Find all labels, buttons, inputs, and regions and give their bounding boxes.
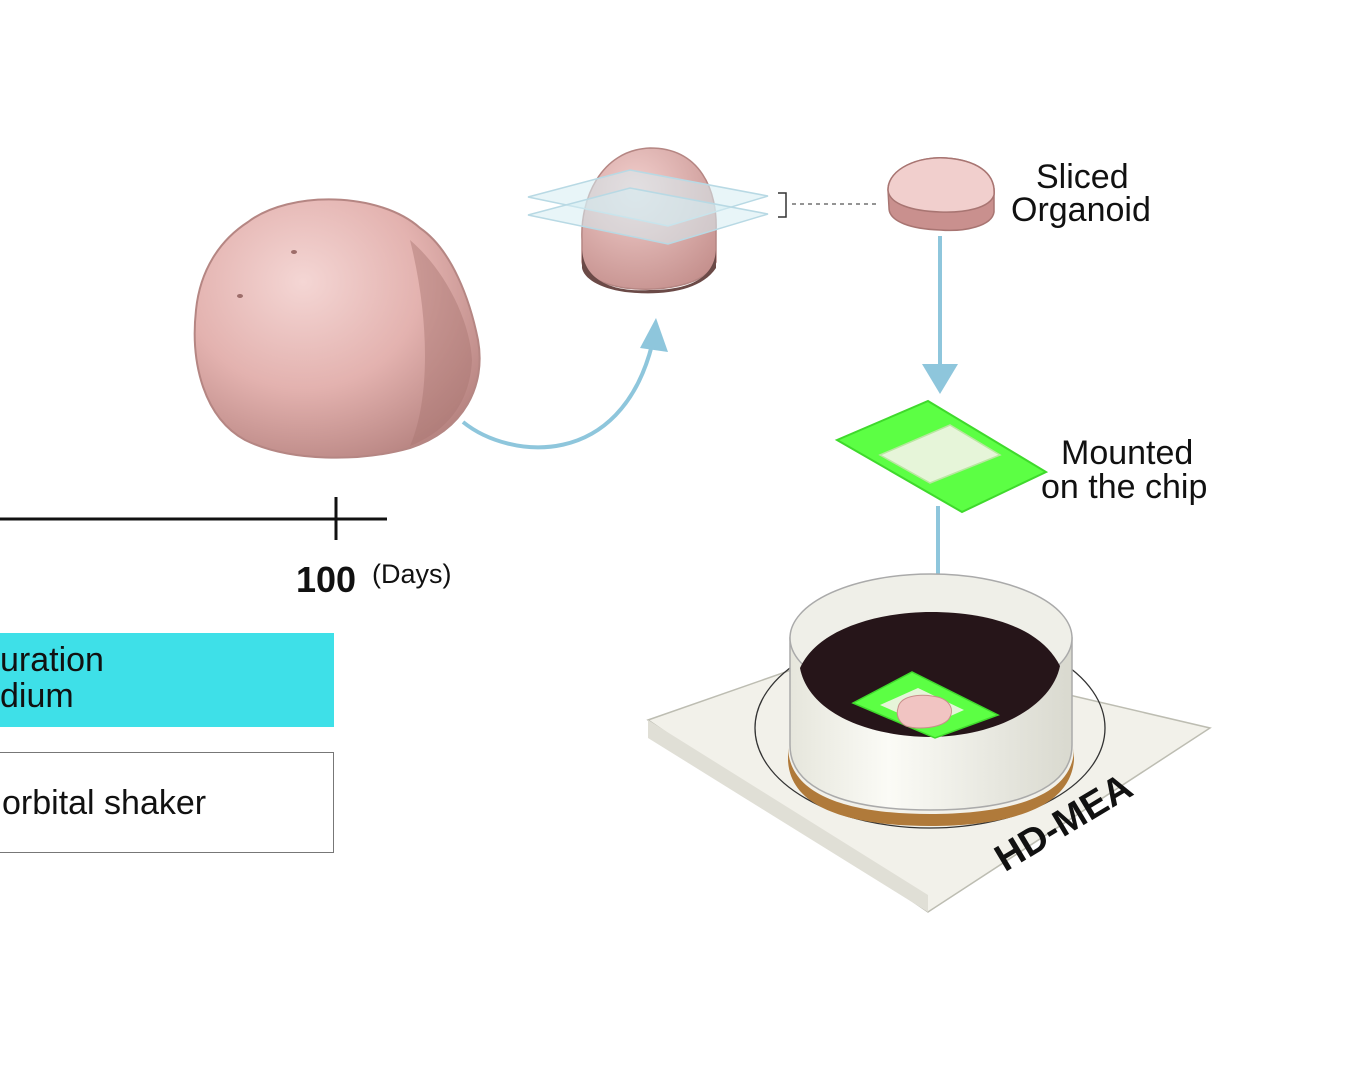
mounted-label-line2: on the chip (1041, 468, 1208, 506)
orbital-shaker-bar (0, 752, 334, 853)
timeline-unit-label: (Days) (372, 559, 452, 589)
arrow-to-chip (922, 236, 958, 394)
maturation-medium-bar (0, 633, 334, 727)
mounted-chip (834, 399, 1049, 514)
timeline-axis (0, 497, 387, 540)
hd-mea-device (646, 573, 1212, 913)
mounted-label-line1: Mounted (1061, 434, 1194, 472)
curved-arrow (461, 318, 668, 450)
timeline-tick-label: 100 (296, 559, 357, 600)
shaker-label: orbital shaker (2, 784, 207, 822)
large-organoid (193, 198, 481, 459)
media-label-line1: uration (0, 641, 104, 679)
media-label-line2: dium (0, 677, 74, 715)
slice-bracket (778, 192, 878, 218)
slicing-organoid (527, 147, 769, 294)
sliced-organoid-disc (887, 157, 995, 232)
sliced-label-line1: Sliced (1036, 158, 1129, 196)
sliced-label-line2: Organoid (1011, 191, 1151, 229)
